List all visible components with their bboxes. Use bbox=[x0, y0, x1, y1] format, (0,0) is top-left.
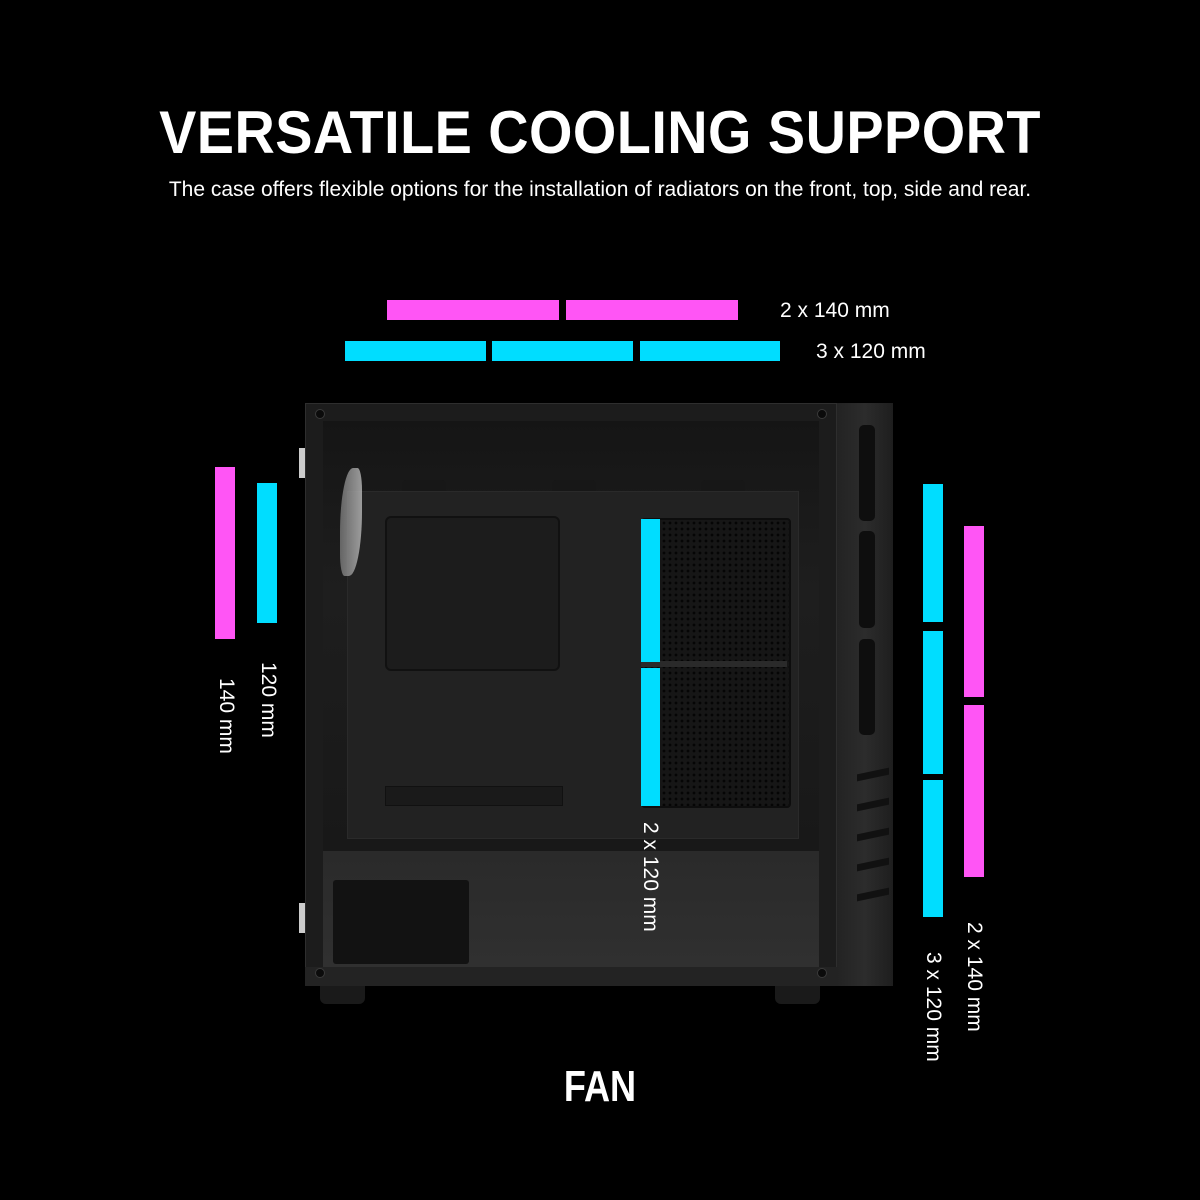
page-subtitle: The case offers flexible options for the… bbox=[168, 178, 1032, 201]
expansion-slot-plate bbox=[385, 786, 563, 806]
side-120mm-bar-2 bbox=[641, 668, 660, 806]
front-120mm-label: 3 x 120 mm bbox=[922, 952, 945, 1062]
top-120mm-bar-2 bbox=[492, 341, 633, 361]
panel-hinge bbox=[299, 903, 305, 933]
screw-icon bbox=[817, 409, 827, 419]
front-120mm-bar-3 bbox=[923, 780, 943, 917]
top-140mm-label: 2 x 140 mm bbox=[780, 299, 890, 322]
panel-hinge bbox=[299, 448, 305, 478]
front-140mm-label: 2 x 140 mm bbox=[963, 922, 986, 1032]
case-foot bbox=[775, 986, 820, 1004]
fan-caption: FAN bbox=[563, 1062, 637, 1111]
top-120mm-label: 3 x 120 mm bbox=[816, 340, 926, 363]
rear-120mm-label: 120 mm bbox=[257, 662, 280, 738]
front-140mm-bar-2 bbox=[964, 705, 984, 877]
top-120mm-bar-1 bbox=[345, 341, 486, 361]
page-title: VERSATILE COOLING SUPPORT bbox=[159, 99, 1041, 166]
screw-icon bbox=[817, 968, 827, 978]
front-120mm-bar-1 bbox=[923, 484, 943, 622]
top-120mm-bar-3 bbox=[640, 341, 780, 361]
rear-fan-icon bbox=[340, 468, 362, 576]
bottom-rail bbox=[305, 967, 837, 986]
side-120mm-bar-1 bbox=[641, 519, 660, 662]
side-120mm-label: 2 x 120 mm bbox=[639, 822, 662, 932]
front-fin bbox=[857, 857, 889, 872]
front-panel bbox=[837, 403, 893, 986]
cpu-cutout bbox=[385, 516, 560, 671]
screw-icon bbox=[315, 968, 325, 978]
rear-120mm-bar bbox=[257, 483, 277, 623]
front-vent bbox=[859, 425, 875, 521]
rear-140mm-label: 140 mm bbox=[215, 678, 238, 754]
top-140mm-bar-1 bbox=[387, 300, 559, 320]
mesh-divider bbox=[641, 661, 787, 667]
psu-window bbox=[333, 880, 469, 964]
front-vent bbox=[859, 639, 875, 735]
front-fin bbox=[857, 797, 889, 812]
top-140mm-bar-2 bbox=[566, 300, 738, 320]
front-fin bbox=[857, 827, 889, 842]
front-fin bbox=[857, 887, 889, 902]
front-120mm-bar-2 bbox=[923, 631, 943, 774]
pc-case-illustration bbox=[299, 403, 895, 1004]
front-140mm-bar-1 bbox=[964, 526, 984, 697]
rear-140mm-bar bbox=[215, 467, 235, 639]
case-foot bbox=[320, 986, 365, 1004]
screw-icon bbox=[315, 409, 325, 419]
front-vent bbox=[859, 531, 875, 628]
front-fin bbox=[857, 767, 889, 782]
